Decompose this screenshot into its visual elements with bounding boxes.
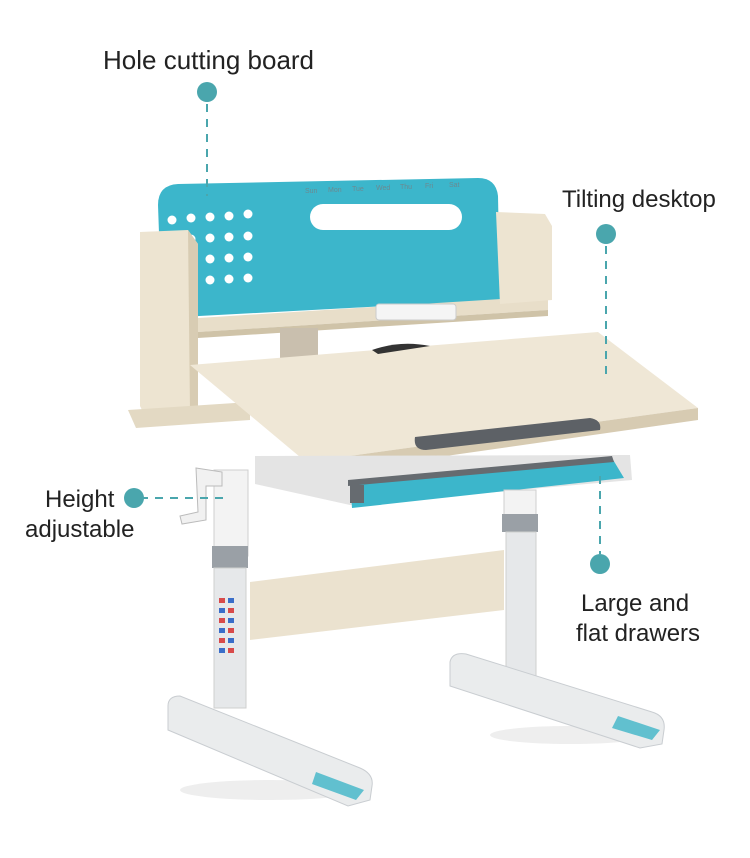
calendar-day: Fri [425,183,434,190]
board-slot [310,204,462,230]
label-tilting-desktop: Tilting desktop [562,186,716,213]
label-large-and: Large and [581,590,690,617]
drawer-front [350,458,624,508]
calendar-day: Wed [376,185,390,192]
callout-dot-height [124,488,144,508]
label-hole-cutting-board: Hole cutting board [103,45,315,75]
callout-dot-drawers [590,554,610,574]
calendar-day: Tue [352,186,364,193]
label-height: Height [45,486,115,513]
calendar-strip: Sun Mon Tue Wed Thu Fri Sat [305,182,460,195]
hole-board-panel [158,178,500,318]
callout-dot-tilting [596,224,616,244]
label-adjustable: adjustable [25,516,135,543]
right-foot [449,653,665,749]
height-crank [179,467,223,525]
calendar-day: Thu [400,184,412,191]
calendar-day: Mon [328,187,342,194]
callout-dot-hole-board [197,82,217,102]
pen-groove [414,418,601,450]
calendar-day: Sun [305,188,318,195]
crossbar [250,550,504,640]
height-scale-marks [219,598,234,653]
calendar-day: Sat [449,182,460,189]
label-flat-drawers: flat drawers [576,620,701,647]
tilting-desktop-surface [190,332,698,462]
